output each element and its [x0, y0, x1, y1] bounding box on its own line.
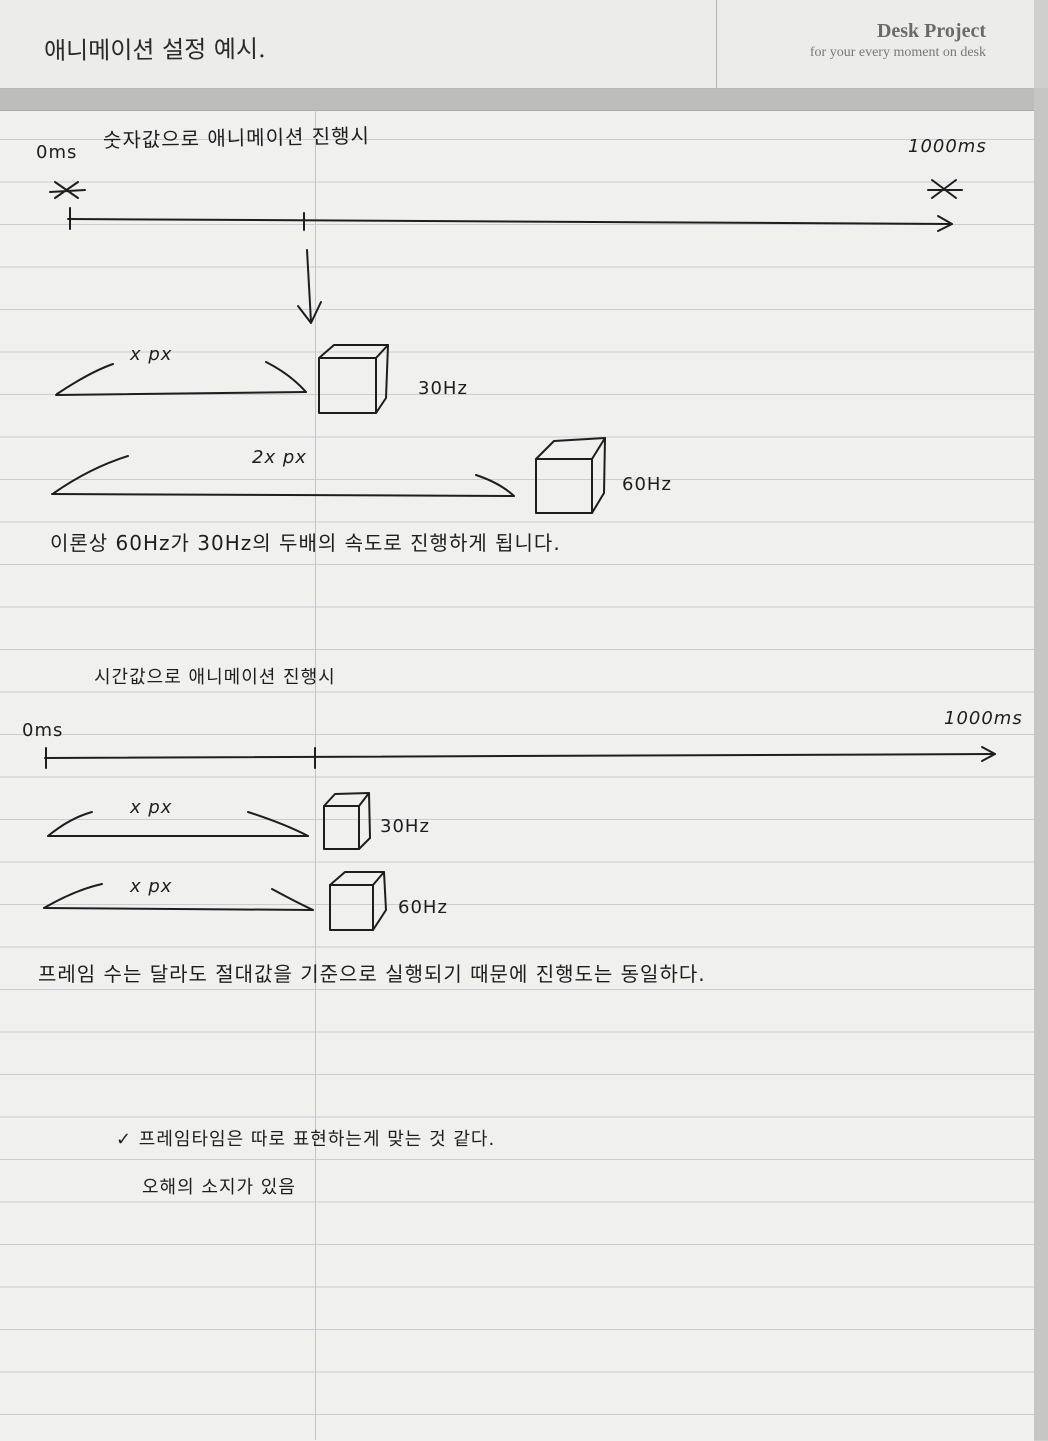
page-gap — [0, 89, 1048, 111]
row1-arrow-s2 — [47, 811, 309, 837]
cube-60hz-s1 — [535, 437, 606, 514]
section1-start-label: 0ms — [36, 142, 78, 163]
section2-row1-rate: 30Hz — [380, 816, 430, 837]
section1-heading: 숫자값으로 애니메이션 진행시 — [102, 123, 371, 153]
lined-page — [0, 110, 1034, 1441]
row2-arrow-s2 — [43, 883, 314, 911]
notebook-header: 애니메이션 설정 예시. Desk Project for your every… — [0, 0, 1034, 89]
section2-row2-distance: x px — [130, 876, 173, 897]
header-divider — [716, 0, 717, 88]
brand-name: Desk Project — [876, 20, 986, 42]
section2-start-label: 0ms — [22, 720, 64, 741]
section1-conclusion: 이론상 60Hz가 30Hz의 두배의 속도로 진행하게 됩니다. — [50, 531, 561, 555]
brand-tagline: for your every moment on desk — [809, 45, 986, 60]
section2-heading: 시간값으로 애니메이션 진행시 — [94, 667, 336, 688]
section1-row1-rate: 30Hz — [418, 378, 468, 399]
row2-arrow-s1 — [51, 455, 515, 497]
section2-row2-rate: 60Hz — [398, 897, 448, 918]
timeline-2 — [44, 746, 996, 769]
section1-row1-distance: x px — [130, 344, 173, 365]
brand-block: Desk Project for your every moment on de… — [740, 20, 986, 61]
section1-end-label: 1000ms — [908, 136, 987, 157]
note-line-2: 오해의 소지가 있음 — [142, 1177, 296, 1198]
section1-row2-rate: 60Hz — [622, 474, 672, 495]
section2-row1-distance: x px — [130, 797, 173, 818]
row1-arrow-s1 — [55, 361, 307, 396]
cube-30hz-s1 — [318, 344, 389, 414]
section1-row2-distance: 2x px — [252, 447, 307, 468]
section2-conclusion: 프레임 수는 달라도 절대값을 기준으로 실행되기 때문에 진행도는 동일하다. — [38, 962, 706, 986]
section2-end-label: 1000ms — [944, 708, 1023, 729]
cube-60hz-s2 — [329, 871, 387, 931]
page-edge — [1034, 88, 1048, 1440]
note-line-1: ✓ 프레임타임은 따로 표현하는게 맞는 것 같다. — [116, 1129, 496, 1150]
timeline-1 — [49, 179, 963, 232]
margin-line — [315, 110, 316, 1440]
cube-30hz-s2 — [323, 792, 371, 850]
down-arrow — [297, 249, 322, 324]
